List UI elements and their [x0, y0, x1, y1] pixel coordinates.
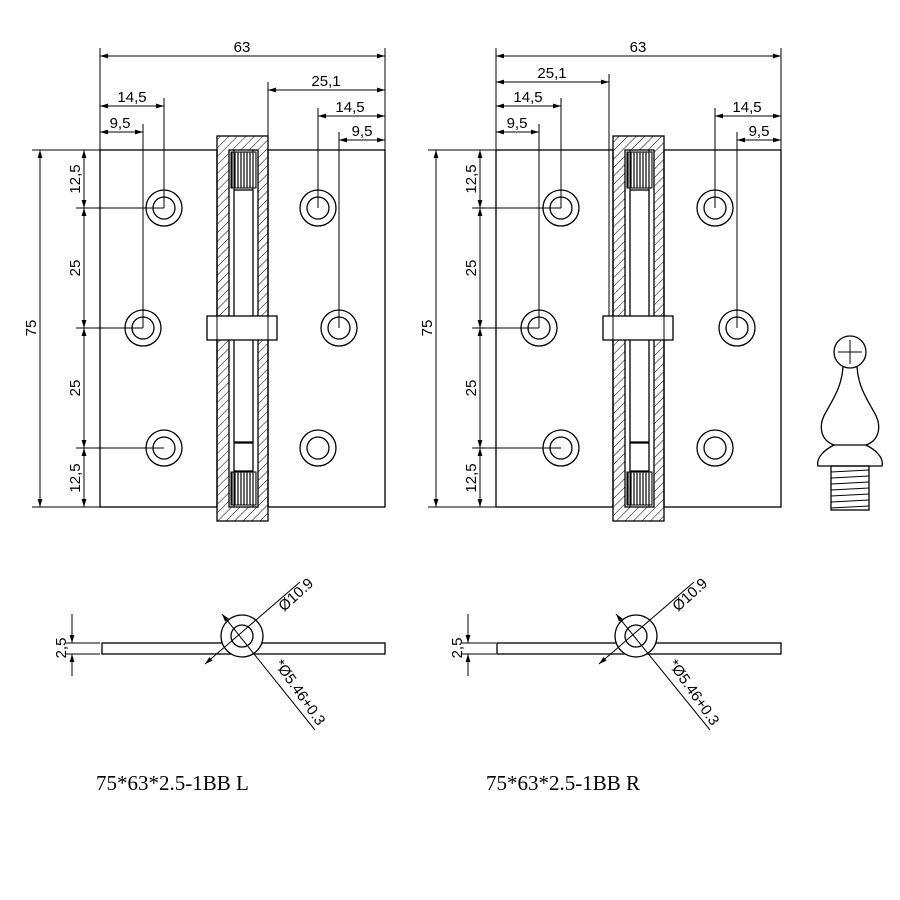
dim-seg-top: 12,5 — [67, 164, 84, 193]
bearing-band — [206, 315, 278, 341]
dim-overall-width: 63 — [234, 39, 251, 56]
dim-seg-upper: 25 — [463, 260, 480, 277]
dim-height: 75 — [23, 320, 40, 337]
dim-seg-upper: 25 — [67, 260, 84, 277]
dim-overall-width: 63 — [630, 39, 647, 56]
dim-seg-top: 12,5 — [463, 164, 480, 193]
hinge-left: 63 25,1 14,5 9,5 14,5 9,5 75 12,5 25 — [23, 39, 386, 522]
dim-hole-col-a: 14,5 — [117, 89, 146, 106]
spring-top — [626, 151, 653, 189]
dim-knuckle-to-edge: 25,1 — [537, 65, 566, 82]
dim-hole-col-c: 14,5 — [335, 99, 364, 116]
dim-knuckle-dia: Ø10.9 — [669, 575, 711, 615]
section-right: 2,5 Ø10.9 *Ø5.46+0.3 — [449, 575, 782, 731]
dim-seg-bottom: 12,5 — [463, 463, 480, 492]
dim-pin-dia: *Ø5.46+0.3 — [271, 657, 329, 729]
spring-bottom — [626, 471, 653, 506]
caption-left: 75*63*2.5-1BB L — [96, 771, 249, 795]
dim-pin-dia: *Ø5.46+0.3 — [665, 657, 723, 729]
dim-hole-col-b: 9,5 — [507, 115, 528, 132]
dim-hole-col-d: 9,5 — [749, 123, 770, 140]
leaf-right-b — [663, 149, 782, 508]
dim-hole-col-b: 9,5 — [110, 115, 131, 132]
dim-hole-col-a: 14,5 — [513, 89, 542, 106]
caption-right: 75*63*2.5-1BB R — [486, 771, 640, 795]
dim-knuckle-dia: Ø10.9 — [275, 575, 317, 615]
bearing-band — [602, 315, 674, 341]
dim-knuckle-to-edge: 25,1 — [311, 73, 340, 90]
dim-thickness: 2,5 — [449, 638, 466, 659]
section-left: 2,5 Ø10.9 *Ø5.46+0.3 — [53, 575, 386, 731]
dim-seg-lower: 25 — [463, 380, 480, 397]
finial-tip-icon — [817, 335, 883, 511]
dim-hole-col-c: 14,5 — [732, 99, 761, 116]
dim-thickness: 2,5 — [53, 638, 70, 659]
hinge-right: 63 25,1 14,5 9,5 14,5 9,5 75 12,5 25 25 … — [419, 39, 782, 522]
dim-hole-col-d: 9,5 — [352, 123, 373, 140]
spring-top — [230, 151, 257, 189]
dim-height: 75 — [419, 320, 436, 337]
dim-seg-bottom: 12,5 — [67, 463, 84, 492]
leaf-left-b — [267, 149, 386, 508]
spring-bottom — [230, 471, 257, 506]
dim-seg-lower: 25 — [67, 380, 84, 397]
screw-holes — [520, 189, 756, 467]
